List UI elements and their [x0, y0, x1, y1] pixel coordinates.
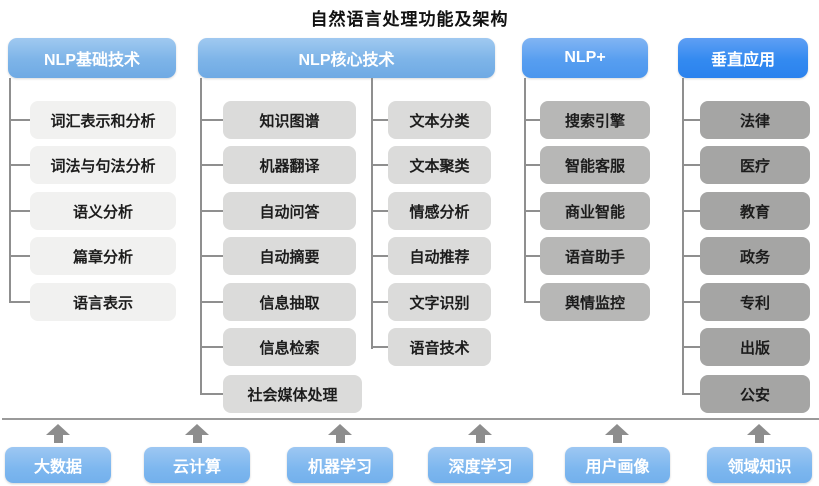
connector-line	[371, 210, 388, 212]
node-box: 文本分类	[388, 101, 491, 139]
node-box: 法律	[700, 101, 810, 139]
node-box: 词汇表示和分析	[30, 101, 176, 139]
node-box: 信息抽取	[223, 283, 356, 321]
up-arrow-icon	[747, 424, 771, 443]
foundation-box: 用户画像	[565, 447, 670, 483]
connector-line	[371, 255, 388, 257]
node-box: 语义分析	[30, 192, 176, 230]
connector-line	[524, 255, 540, 257]
connector-line	[9, 255, 30, 257]
connector-line	[524, 78, 526, 303]
node-box: 词法与句法分析	[30, 146, 176, 184]
connector-line	[524, 301, 540, 303]
up-arrow-icon	[185, 424, 209, 443]
node-box: 信息检索	[223, 328, 356, 366]
connector-line	[200, 393, 223, 395]
node-box: 出版	[700, 328, 810, 366]
up-arrow-icon	[328, 424, 352, 443]
connector-line	[371, 78, 373, 349]
foundation-box: 大数据	[5, 447, 111, 483]
foundation-box: 领域知识	[707, 447, 812, 483]
connector-line	[200, 119, 223, 121]
column-header-nlp-core: NLP核心技术	[198, 38, 495, 78]
connector-line	[9, 78, 11, 303]
node-box: 情感分析	[388, 192, 491, 230]
connector-line	[682, 119, 700, 121]
node-box: 自动推荐	[388, 237, 491, 275]
connector-line	[200, 346, 223, 348]
connector-line	[371, 346, 388, 348]
connector-line	[200, 210, 223, 212]
connector-line	[200, 164, 223, 166]
node-box: 舆情监控	[540, 283, 650, 321]
foundation-box: 深度学习	[428, 447, 533, 483]
connector-line	[371, 164, 388, 166]
connector-line	[682, 78, 684, 394]
connector-line	[9, 210, 30, 212]
connector-line	[524, 164, 540, 166]
column-header-nlp-plus: NLP+	[522, 38, 648, 78]
node-box: 搜索引擎	[540, 101, 650, 139]
node-box: 文字识别	[388, 283, 491, 321]
node-box: 知识图谱	[223, 101, 356, 139]
node-box: 文本聚类	[388, 146, 491, 184]
foundation-box: 云计算	[144, 447, 250, 483]
node-box: 教育	[700, 192, 810, 230]
connector-line	[371, 301, 388, 303]
connector-line	[200, 78, 202, 395]
connector-line	[524, 210, 540, 212]
up-arrow-icon	[605, 424, 629, 443]
node-box: 自动问答	[223, 192, 356, 230]
node-box: 社会媒体处理	[223, 375, 362, 413]
node-box: 智能客服	[540, 146, 650, 184]
connector-line	[524, 119, 540, 121]
connector-line	[682, 301, 700, 303]
connector-line	[682, 346, 700, 348]
connector-line	[9, 164, 30, 166]
column-header-nlp-basics: NLP基础技术	[8, 38, 176, 78]
connector-line	[682, 210, 700, 212]
connector-line	[371, 119, 388, 121]
connector-line	[200, 301, 223, 303]
connector-line	[9, 119, 30, 121]
column-header-vertical-apps: 垂直应用	[678, 38, 808, 78]
node-box: 语音技术	[388, 328, 491, 366]
node-box: 商业智能	[540, 192, 650, 230]
foundation-separator-line	[2, 418, 819, 420]
node-box: 医疗	[700, 146, 810, 184]
node-box: 专利	[700, 283, 810, 321]
connector-line	[9, 301, 30, 303]
node-box: 自动摘要	[223, 237, 356, 275]
connector-line	[200, 255, 223, 257]
foundation-box: 机器学习	[287, 447, 393, 483]
node-box: 公安	[700, 375, 810, 413]
connector-line	[682, 164, 700, 166]
up-arrow-icon	[46, 424, 70, 443]
node-box: 政务	[700, 237, 810, 275]
node-box: 篇章分析	[30, 237, 176, 275]
node-box: 语言表示	[30, 283, 176, 321]
connector-line	[682, 255, 700, 257]
diagram-title: 自然语言处理功能及架构	[310, 10, 509, 29]
node-box: 语音助手	[540, 237, 650, 275]
up-arrow-icon	[468, 424, 492, 443]
connector-line	[682, 393, 700, 395]
node-box: 机器翻译	[223, 146, 356, 184]
